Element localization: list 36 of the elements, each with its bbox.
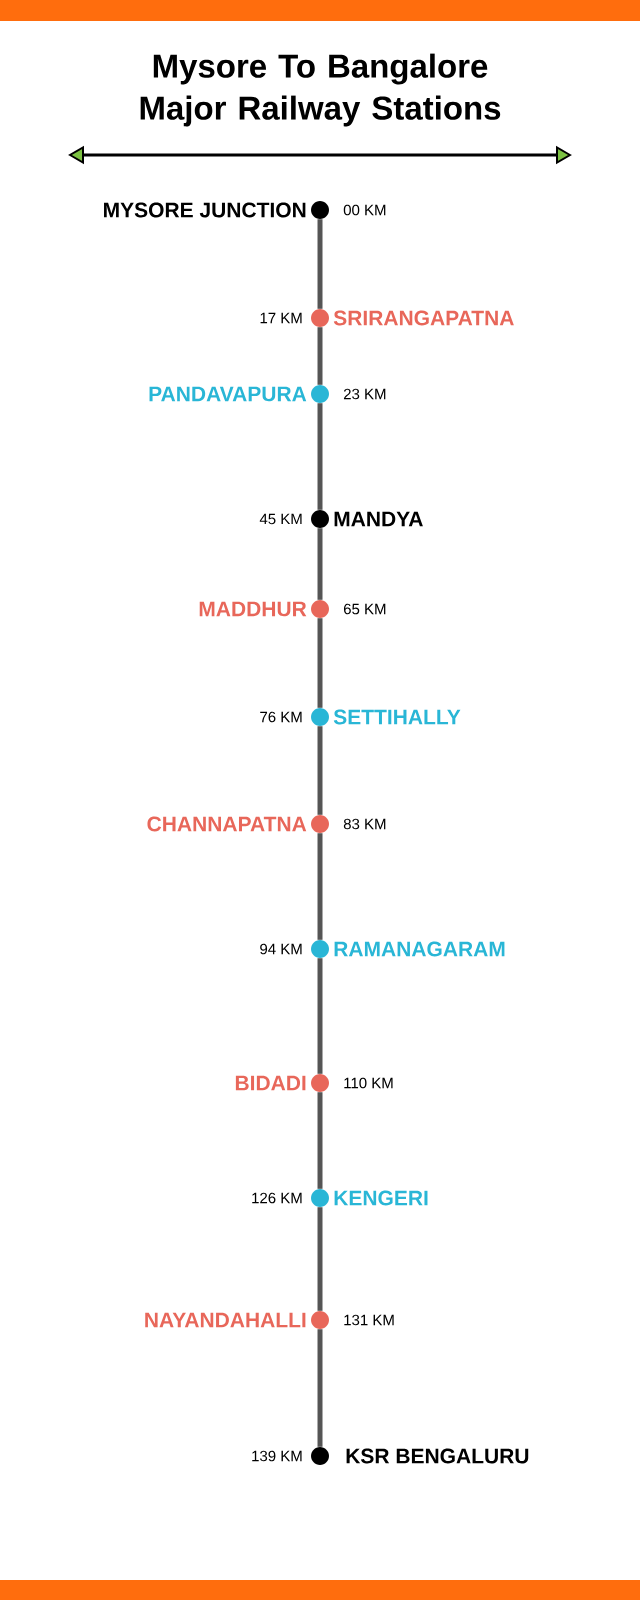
distance-label: 45 KM [259, 513, 302, 525]
track-line [317, 958, 323, 1074]
track-line [317, 618, 323, 708]
track-line [317, 327, 323, 385]
track-line [317, 219, 323, 309]
station-name: RAMANAGARAM [334, 941, 505, 957]
station-name: MADDHUR [199, 601, 307, 617]
distance-label: 83 KM [343, 818, 386, 830]
station-name: KSR BENGALURU [346, 1448, 529, 1464]
track-line [317, 1092, 323, 1189]
track-line [317, 1329, 323, 1447]
track-line [317, 833, 323, 940]
station-name: MYSORE JUNCTION [104, 202, 306, 218]
track-line [317, 1207, 323, 1311]
distance-label: 00 KM [343, 204, 386, 216]
track-line [317, 726, 323, 815]
distance-label: 110 KM [344, 1077, 393, 1089]
distance-label: 139 KM [252, 1450, 302, 1462]
station-name: SRIRANGAPATNA [333, 310, 514, 326]
track-line [317, 528, 323, 600]
distance-label: 65 KM [343, 603, 386, 615]
title: Mysore To Bangalore Major Railway Stations [140, 53, 501, 127]
station-name: KENGERI [334, 1190, 428, 1206]
distance-label: 94 KM [260, 943, 302, 955]
distance-label: 23 KM [343, 388, 386, 400]
station-name: SETTIHALLY [333, 709, 461, 725]
station-name: CHANNAPATNA [147, 816, 307, 832]
track-line [317, 403, 323, 510]
station-name: NAYANDAHALLI [145, 1312, 306, 1328]
distance-label: 131 KM [344, 1314, 394, 1326]
distance-label: 126 KM [252, 1192, 302, 1204]
distance-label: 76 KM [260, 711, 302, 723]
station-name: BIDADI [235, 1075, 306, 1091]
station-name: MANDYA [334, 511, 423, 527]
distance-label: 17 KM [260, 312, 302, 324]
station-name: PANDAVAPURA [149, 386, 307, 402]
